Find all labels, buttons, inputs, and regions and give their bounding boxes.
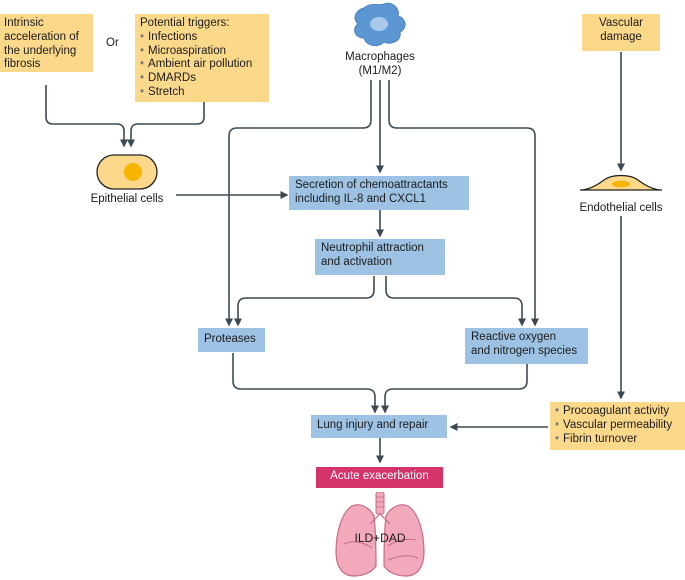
arrow-proteases-to-injury <box>232 353 379 414</box>
macrophages-label: Macrophages (M1/M2) <box>328 51 432 79</box>
ros-line: Reactive oxygen <box>471 331 557 343</box>
lungs-icon <box>335 492 425 577</box>
trigger-item: DMARDs <box>140 72 264 86</box>
trigger-item: Microaspiration <box>140 45 264 59</box>
vascular-line: Vascular <box>599 17 643 29</box>
coag-item: Fibrin turnover <box>555 433 680 447</box>
reactive-oxygen-box: Reactive oxygen and nitrogen species <box>465 328 588 364</box>
coag-item: Vascular permeability <box>555 419 680 433</box>
neutrophil-line: and activation <box>321 255 392 268</box>
vascular-line: damage <box>600 30 642 43</box>
vascular-damage-box: Vascular damage <box>582 14 660 51</box>
triggers-title: Potential triggers: <box>140 17 230 29</box>
coagulation-box: Procoagulant activity Vascular permeabil… <box>550 402 685 450</box>
macrophage-icon <box>354 2 406 46</box>
triggers-box: Potential triggers: Infections Microaspi… <box>135 14 269 102</box>
proteases-box: Proteases <box>198 328 265 352</box>
fibrosis-line: Intrinsic <box>4 17 44 29</box>
trigger-item: Ambient air pollution <box>140 58 264 72</box>
arrow-fibrosis-to-epithelial <box>45 85 128 148</box>
coag-item: Procoagulant activity <box>555 405 680 419</box>
arrow-triggers-to-epithelial <box>127 102 205 148</box>
trigger-item: Stretch <box>140 86 264 100</box>
lung-label: ILD+DAD <box>354 531 406 545</box>
epithelial-cell-icon <box>96 154 158 190</box>
or-label: Or <box>106 37 119 49</box>
arrow-neutrophil-to-proteases <box>234 276 375 327</box>
injury-text: Lung injury and repair <box>317 419 429 431</box>
arrow-macrophage-to-proteases <box>225 80 372 327</box>
fibrosis-box: Intrinsic acceleration of the underlying… <box>0 14 93 72</box>
macrophages-line: (M1/M2) <box>358 64 402 77</box>
coagulation-list: Procoagulant activity Vascular permeabil… <box>555 405 680 446</box>
arrow-macrophage-to-ros <box>388 80 539 327</box>
macrophages-line: Macrophages <box>345 51 415 63</box>
arrow-ros-to-injury <box>381 364 528 414</box>
neutrophil-line: Neutrophil attraction <box>321 242 424 254</box>
triggers-list: Infections Microaspiration Ambient air p… <box>140 31 264 100</box>
exacerbation-text: Acute exacerbation <box>330 470 429 482</box>
chemo-line: Secretion of chemoattractants <box>295 179 448 191</box>
arrow-neutrophil-to-ros <box>385 276 526 327</box>
fibrosis-line: the underlying <box>4 44 77 57</box>
neutrophil-box: Neutrophil attraction and activation <box>315 239 445 275</box>
trigger-item: Infections <box>140 31 264 45</box>
epithelial-label: Epithelial cells <box>90 193 164 205</box>
fibrosis-line: acceleration of <box>4 30 79 43</box>
proteases-text: Proteases <box>204 333 256 345</box>
endothelial-cell-icon <box>579 174 663 191</box>
lung-injury-box: Lung injury and repair <box>311 415 447 438</box>
chemo-line: including IL-8 and CXCL1 <box>295 192 427 205</box>
fibrosis-line: fibrosis <box>4 58 41 71</box>
endothelial-label: Endothelial cells <box>579 202 663 214</box>
chemoattractants-box: Secretion of chemoattractants including … <box>289 176 469 210</box>
ros-line: and nitrogen species <box>471 344 578 357</box>
acute-exacerbation-box: Acute exacerbation <box>316 467 443 488</box>
